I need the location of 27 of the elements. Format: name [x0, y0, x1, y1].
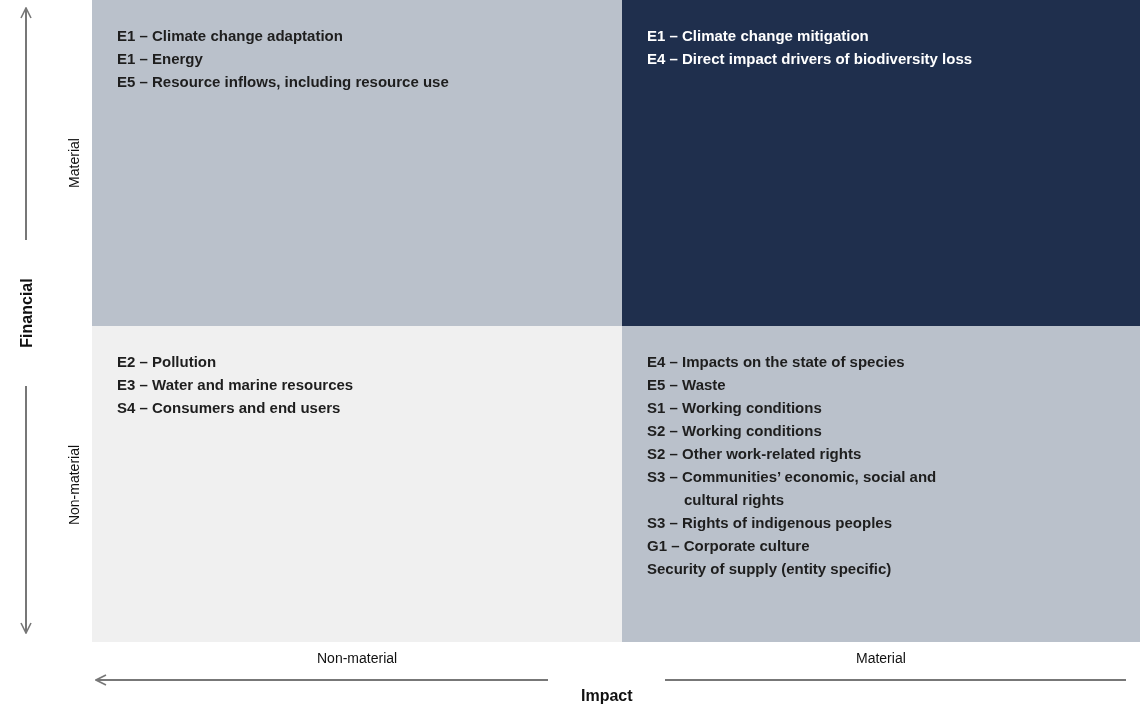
topic-text: E1 – Climate change mitigation [647, 26, 870, 46]
topic-text: E5 – Waste [647, 375, 727, 395]
axis-title: Financial [17, 278, 36, 348]
topic-text: E5 – Resource inflows, including resource use [117, 72, 450, 92]
topic-text: S4 – Consumers and end users [117, 398, 342, 418]
topic-text: S2 – Other work-related rights [647, 444, 863, 464]
topic-text: E3 – Water and marine resources [117, 375, 355, 395]
topic-text: S3 – Communities’ economic, social and cultural rights [647, 467, 938, 510]
topic-text: S1 – Working conditions [647, 398, 823, 418]
axis-label: Material [856, 650, 906, 666]
topic-text: S2 – Working conditions [647, 421, 823, 441]
axis-label: Material [65, 138, 82, 188]
topic-text: G1 – Corporate culture [647, 536, 811, 556]
quadrant-panel [622, 326, 1140, 642]
quadrant-panel [92, 326, 622, 642]
topic-text: E1 – Energy [117, 49, 204, 69]
quadrant-panel [92, 0, 622, 326]
quadrant-panel [622, 0, 1140, 326]
topic-text: E4 – Impacts on the state of species [647, 352, 906, 372]
topic-text: E2 – Pollution [117, 352, 218, 372]
axis-label: Non-material [66, 444, 83, 526]
axis-title: Impact [581, 687, 633, 705]
topic-text: E4 – Direct impact drivers of biodiversity loss [647, 49, 974, 69]
topic-text: E1 – Climate change adaptation [117, 26, 344, 46]
topic-text: Security of supply (entity specific) [647, 559, 893, 579]
axis-label: Non-material [317, 650, 398, 666]
topic-text: S3 – Rights of indigenous peoples [647, 513, 894, 533]
